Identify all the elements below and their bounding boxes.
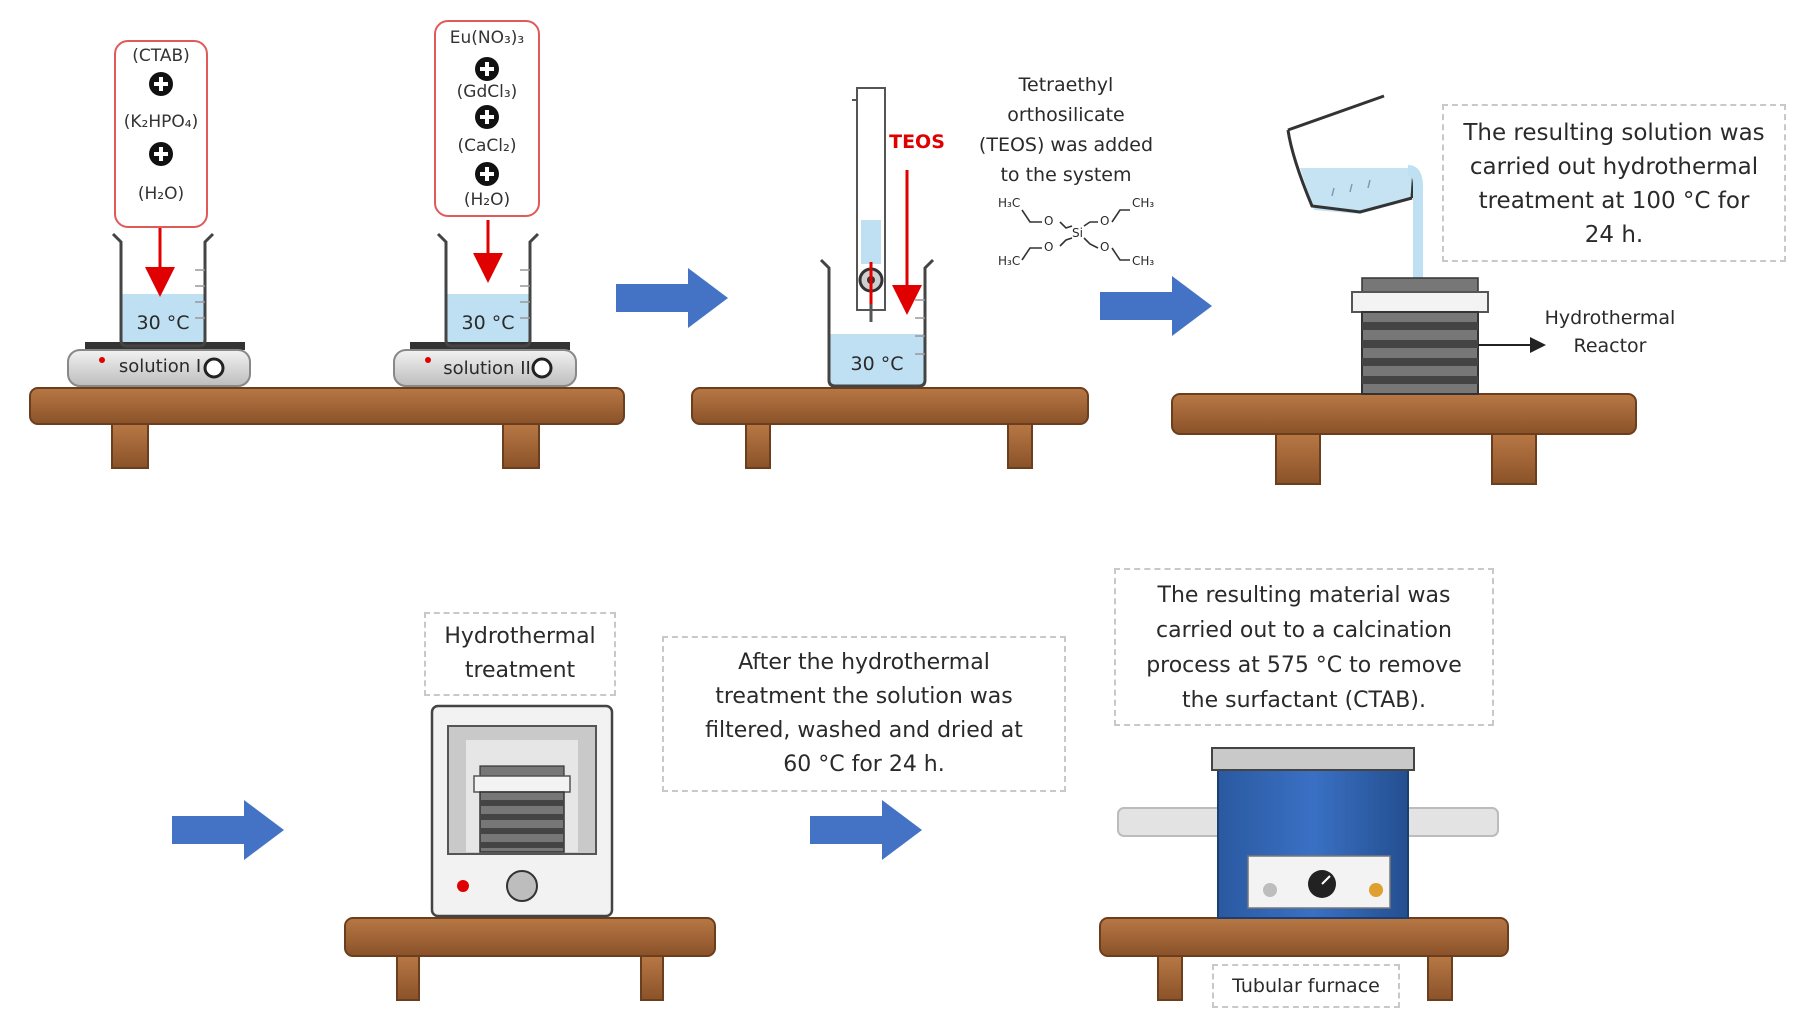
reactor-label: Hydrothermal Reactor: [1544, 307, 1676, 357]
oven-reactor: [473, 765, 571, 853]
formula-o-4: O: [1100, 240, 1110, 254]
solution-1-reagent-box: [114, 40, 208, 228]
table-3: [1171, 393, 1637, 485]
plus-icon: [149, 142, 173, 166]
table-5: [1099, 917, 1509, 1001]
reagent-gdcl3: (GdCl₃): [456, 82, 518, 102]
step-6-description-box: The resulting material was carried out t…: [1114, 568, 1494, 726]
formula-ch3-bottom: CH₃: [1132, 254, 1155, 268]
stirrer-2-label: solution II: [443, 358, 531, 379]
plus-icon: [149, 72, 173, 96]
reagent-k2hpo4: (K₂HPO₄): [123, 112, 199, 132]
burette: [852, 87, 886, 322]
flow-arrow-4: [810, 800, 922, 860]
reagent-ctab: (CTAB): [132, 46, 190, 66]
oven-label-box: Hydrothermal treatment: [424, 612, 616, 696]
step-5-description-box: After the hydrothermal treatment the sol…: [662, 636, 1066, 792]
formula-h3c-top: H₃C: [998, 196, 1021, 210]
tubular-furnace: [1117, 747, 1499, 919]
beaker-2-temperature: 30 °C: [461, 312, 515, 334]
table-2: [691, 387, 1089, 469]
table-4: [344, 917, 716, 1001]
formula-o-1: O: [1044, 214, 1054, 228]
stirrer-1-label: solution I: [118, 356, 202, 377]
flow-arrow-1: [616, 268, 728, 328]
reagent-eu-nitrate: Eu(NO₃)₃: [449, 28, 525, 48]
formula-ch3-top: CH₃: [1132, 196, 1155, 210]
teos-tag: TEOS: [889, 131, 945, 153]
pouring-beaker: [1286, 94, 1423, 280]
flow-arrow-2: [1100, 276, 1212, 336]
reagent-water-1: (H₂O): [137, 184, 185, 204]
beaker-3: [819, 258, 935, 388]
formula-h3c-bottom: H₃C: [998, 254, 1021, 268]
teos-structural-formula: [1021, 209, 1130, 261]
plus-icon: [475, 105, 499, 129]
reagent-cacl2: (CaCl₂): [457, 136, 517, 156]
formula-si: Si: [1072, 226, 1083, 240]
reagent-water-2: (H₂O): [463, 190, 511, 210]
beaker-1-temperature: 30 °C: [136, 312, 190, 334]
formula-o-2: O: [1100, 214, 1110, 228]
beaker-2: [436, 232, 540, 348]
beaker-1: [111, 232, 215, 348]
furnace-label-box: Tubular furnace: [1212, 964, 1400, 1008]
hydrothermal-reactor: [1351, 277, 1489, 395]
formula-o-3: O: [1044, 240, 1054, 254]
plus-icon: [475, 162, 499, 186]
flow-arrow-3: [172, 800, 284, 860]
table-1: [29, 387, 625, 469]
teos-description: Tetraethyl orthosilicate (TEOS) was adde…: [978, 74, 1154, 186]
plus-icon: [475, 57, 499, 81]
beaker-3-temperature: 30 °C: [850, 353, 904, 375]
step-3-description-box: The resulting solution was carried out h…: [1442, 104, 1786, 262]
